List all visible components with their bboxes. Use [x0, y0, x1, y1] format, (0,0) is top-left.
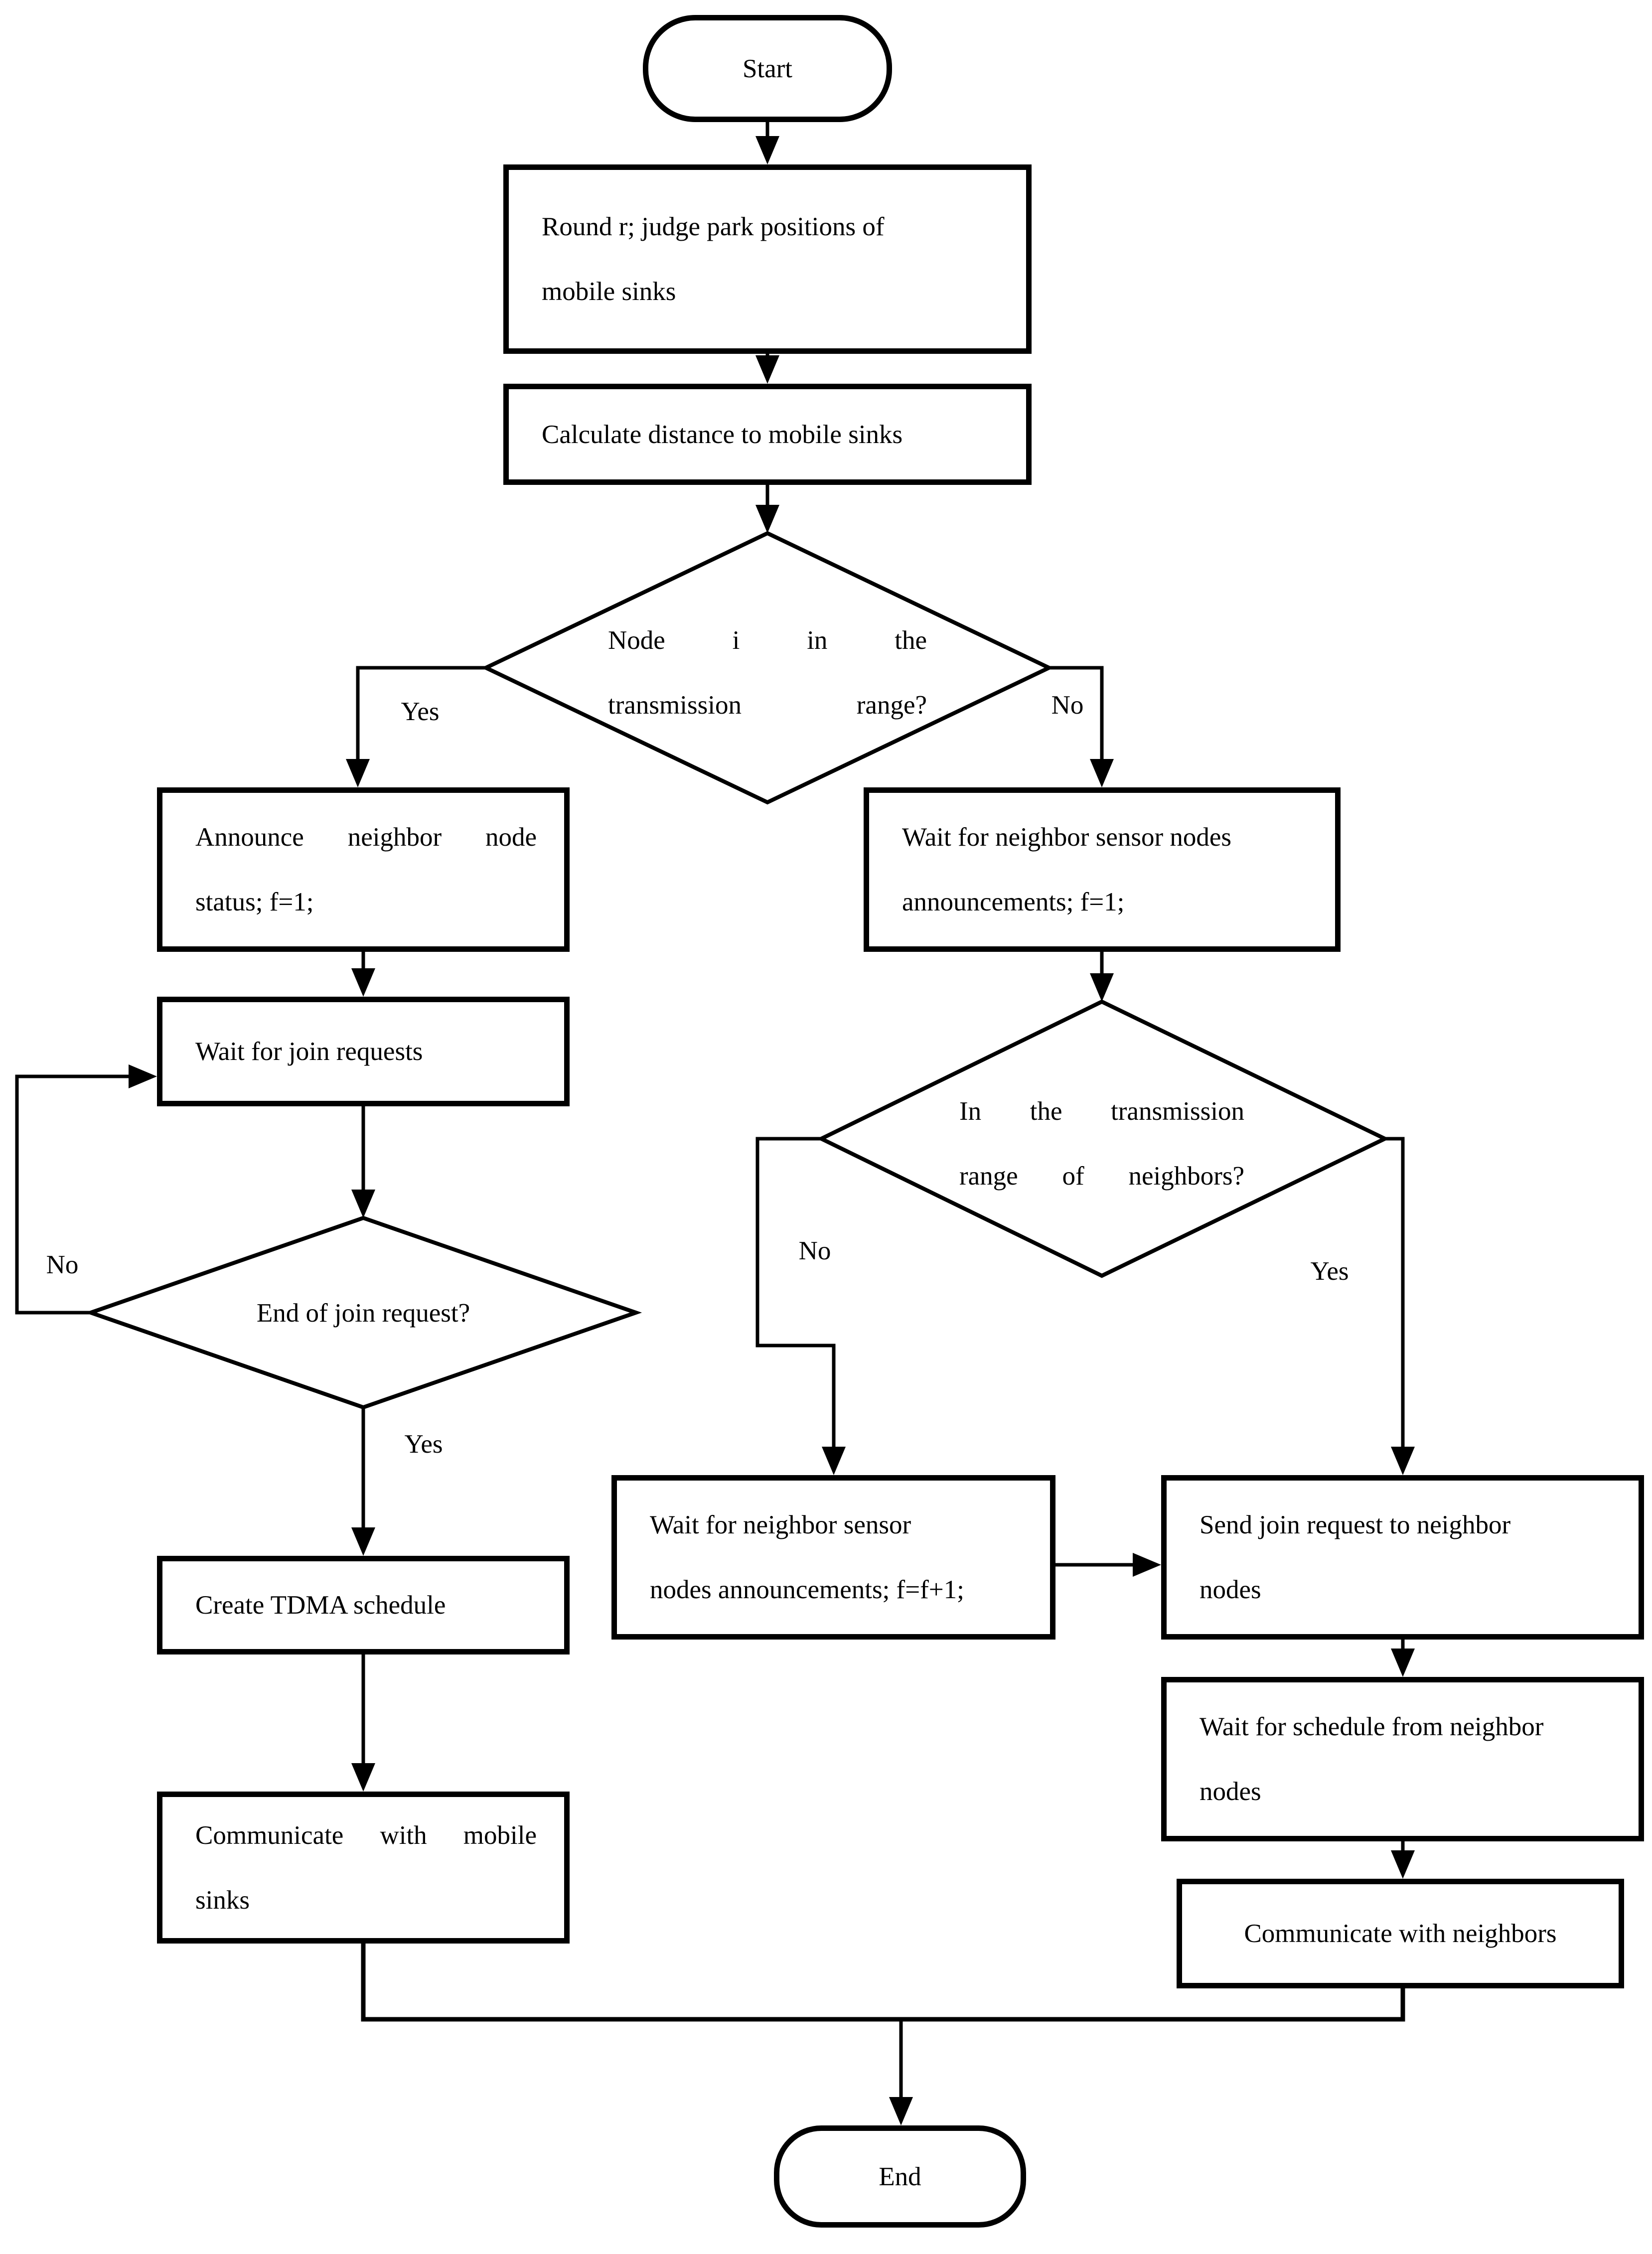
arrowhead	[755, 136, 779, 164]
decision-in-range-neighbors-text: In the transmission range of neighbors?	[959, 1076, 1244, 1211]
arrowhead	[1391, 1649, 1415, 1677]
arrowhead	[1090, 759, 1114, 787]
process-line: Communicate with neighbors	[1244, 1919, 1557, 1948]
arrowhead	[889, 2097, 913, 2125]
edge-merge-left	[361, 1944, 901, 2022]
edge-label-yes: Yes	[1310, 1257, 1349, 1286]
decision-end-of-join-shape	[84, 1215, 642, 1410]
process-comm-neighbors: Communicate with neighbors	[1177, 1879, 1624, 1988]
process-wait-announcements-f1: Wait for neighbor sensor nodes announcem…	[864, 787, 1341, 952]
process-line: Calculate distance to mobile sinks	[542, 420, 903, 449]
arrowhead	[755, 355, 779, 384]
arrowhead	[346, 759, 370, 787]
process-round-judge: Round r; judge park positions of mobile …	[503, 164, 1032, 354]
arrowhead	[1090, 973, 1114, 1002]
process-line: Announce neighbor node	[195, 823, 537, 852]
decision-end-of-join-text: End of join request?	[184, 1281, 543, 1346]
edge-decision2-no-loop	[15, 1074, 130, 1315]
process-line: mobile sinks	[542, 277, 676, 306]
process-line: sinks	[195, 1885, 250, 1915]
decision-node-in-range-text: Node i in the transmission range?	[608, 605, 927, 740]
process-wait-join: Wait for join requests	[157, 997, 570, 1106]
process-line: Send join request to neighbor	[1200, 1510, 1511, 1539]
edge-label-yes: Yes	[401, 697, 440, 726]
edge-label-no: No	[1051, 691, 1084, 720]
process-comm-sinks: Communicate with mobile sinks	[157, 1792, 570, 1944]
process-line: announcements; f=1;	[902, 888, 1125, 916]
process-line: Communicate with mobile	[195, 1820, 537, 1850]
end-terminator: End	[774, 2125, 1026, 2228]
start-label: Start	[742, 54, 793, 83]
decision-line: End of join request?	[256, 1299, 470, 1328]
arrowhead	[129, 1064, 157, 1088]
edge-decision3-yes	[1385, 1137, 1405, 1448]
process-wait-announcements-ff1: Wait for neighbor sensor nodes announcem…	[611, 1475, 1055, 1640]
process-line: Wait for neighbor sensor nodes	[902, 823, 1232, 852]
process-line: Create TDMA schedule	[195, 1591, 446, 1620]
edge-decision1-no	[1049, 666, 1104, 760]
start-terminator: Start	[643, 15, 892, 122]
decision-in-range-neighbors-shape	[816, 999, 1390, 1278]
arrowhead	[351, 968, 375, 997]
edge-label-no: No	[46, 1250, 79, 1279]
edge-label-no: No	[798, 1236, 831, 1265]
edge-merge-right	[901, 1988, 1405, 2022]
decision-node-in-range-shape	[481, 531, 1054, 805]
process-wait-schedule: Wait for schedule from neighbor nodes	[1161, 1677, 1644, 1841]
process-announce-status: Announce neighbor node status; f=1;	[157, 787, 570, 952]
edge-label-yes: Yes	[404, 1430, 443, 1459]
process-line: nodes	[1200, 1777, 1261, 1806]
decision-line: In the transmission	[959, 1097, 1244, 1126]
process-line: nodes announcements; f=f+1;	[650, 1575, 964, 1604]
arrowhead	[1133, 1553, 1161, 1577]
process-line: nodes	[1200, 1575, 1261, 1604]
process-create-tdma: Create TDMA schedule	[157, 1556, 570, 1654]
process-line: status; f=1;	[195, 888, 314, 916]
process-send-join: Send join request to neighbor nodes	[1161, 1475, 1644, 1640]
arrowhead	[755, 505, 779, 533]
arrowhead	[1391, 1447, 1415, 1475]
decision-line: transmission range?	[608, 691, 927, 720]
decision-line: range of neighbors?	[959, 1162, 1244, 1191]
arrowhead	[1391, 1850, 1415, 1879]
arrowhead	[351, 1763, 375, 1792]
arrowhead	[351, 1527, 375, 1556]
edge-decision3-no	[755, 1137, 836, 1448]
end-label: End	[879, 2162, 921, 2191]
process-line: Wait for schedule from neighbor	[1200, 1712, 1544, 1741]
process-calc-distance: Calculate distance to mobile sinks	[503, 384, 1032, 485]
process-line: Wait for join requests	[195, 1037, 423, 1066]
decision-line: Node i in the	[608, 626, 927, 655]
arrowhead	[822, 1447, 846, 1475]
process-line: Round r; judge park positions of	[542, 212, 885, 241]
process-line: Wait for neighbor sensor	[650, 1510, 911, 1539]
arrowhead	[351, 1190, 375, 1218]
edge-decision1-yes	[356, 666, 486, 760]
